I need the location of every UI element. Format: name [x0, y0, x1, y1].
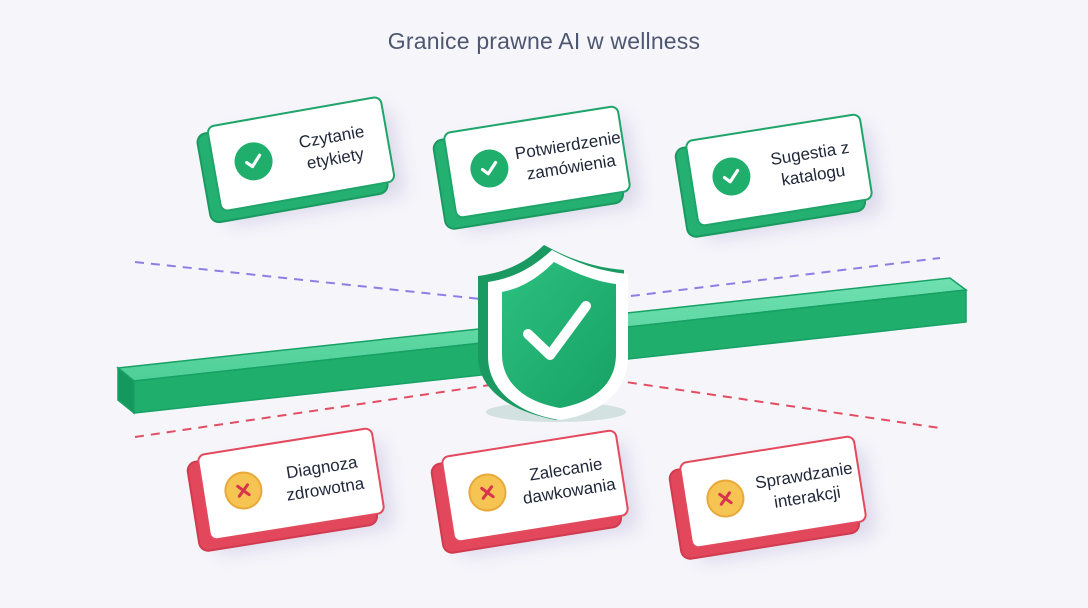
divider-line-top-left — [134, 261, 491, 301]
forbidden-card-dosage-recommendation: Zalecanie dawkowania — [440, 428, 630, 544]
card-label: Sugestia z katalogu — [769, 137, 851, 190]
divider-line-bottom-right — [611, 379, 941, 429]
card-label: Potwierdzenie zamówienia — [513, 127, 623, 184]
divider-line-bottom-left — [134, 384, 491, 438]
forbidden-card-health-diagnosis: Diagnoza zdrowotna — [196, 426, 386, 542]
card-label: Diagnoza zdrowotna — [284, 452, 366, 505]
forbidden-card-interaction-check: Sprawdzanie interakcji — [678, 434, 868, 550]
x-circle-icon — [703, 476, 748, 521]
divider-line-top-right — [614, 257, 941, 299]
card-label: Sprawdzanie interakcji — [753, 458, 854, 512]
shield-check-icon — [478, 245, 628, 422]
allowed-card-order-confirmation: Potwierdzenie zamówienia — [442, 104, 632, 220]
check-circle-icon — [231, 139, 276, 184]
x-circle-icon — [465, 470, 510, 515]
card-label: Zalecanie dawkowania — [521, 454, 617, 508]
check-circle-icon — [709, 154, 754, 199]
diagram-title: Granice prawne AI w wellness — [387, 28, 701, 54]
x-circle-icon — [221, 468, 266, 513]
check-circle-icon — [467, 146, 512, 191]
allowed-card-reading-labels: Czytanie etykiety — [205, 95, 397, 213]
allowed-card-catalog-suggestion: Sugestia z katalogu — [684, 112, 874, 228]
card-label: Czytanie etykiety — [297, 121, 366, 173]
